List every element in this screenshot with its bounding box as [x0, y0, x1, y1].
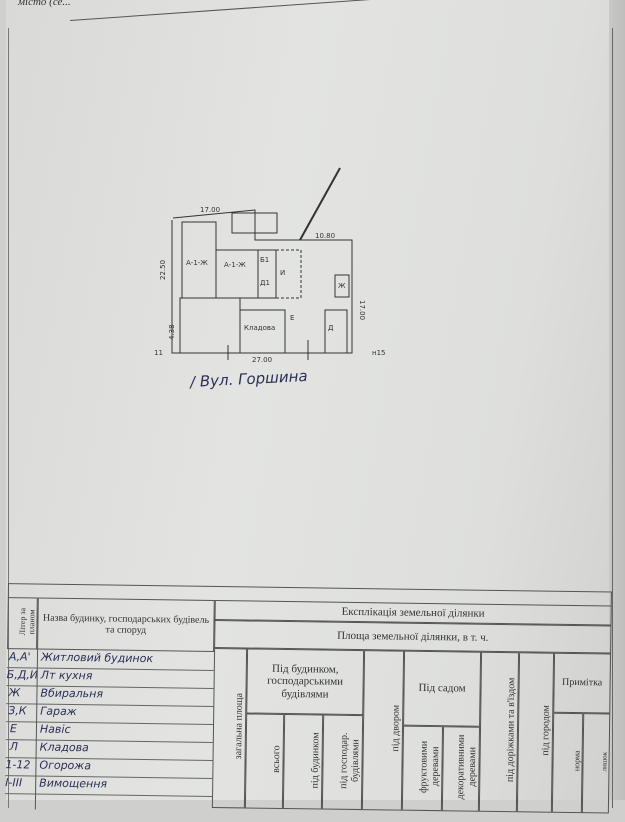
- room-label: Ж: [338, 282, 346, 290]
- page-edge: [609, 0, 625, 800]
- group-garden: Під садом: [403, 650, 482, 727]
- row-litera: А,А': [8, 650, 31, 664]
- dim-top: 17.00: [200, 206, 220, 214]
- neighbor-left: 11: [154, 349, 163, 357]
- document-page: [6, 0, 625, 800]
- dim-left-small: 4.38: [168, 324, 176, 340]
- dim-right: 17.00: [358, 300, 366, 320]
- group-buildings: Під будинком, господарськими будівлями: [246, 648, 365, 716]
- land-explication-table: Експлікація земельної ділянки Літер за п…: [0, 583, 625, 822]
- room-label: Д: [328, 324, 334, 332]
- row-litera: 1-12: [5, 758, 31, 772]
- col-yard: під двором: [361, 650, 405, 811]
- row-name: Гараж: [40, 704, 77, 719]
- col-decor: декоративними деревами: [441, 726, 481, 812]
- site-plan: 17.00 10.80 17.00 27.00 22.50 4.38 11 н1…: [154, 167, 385, 364]
- col-paths: під доріжками та в'їздом: [478, 651, 520, 813]
- page-frame: [8, 28, 613, 808]
- col-outbuildings: під господар. будівлями: [321, 714, 364, 811]
- row-litera: Л: [9, 740, 19, 754]
- group-note: Примітка: [553, 652, 612, 714]
- dim-right-top: 10.80: [315, 232, 335, 240]
- room-label: А-1-Ж: [186, 259, 208, 267]
- col-fruit: фруктовими деревами: [401, 725, 444, 812]
- row-litera: Ж: [8, 686, 21, 700]
- room-label: Д1: [260, 279, 270, 287]
- col-name: Назва будинку, господарських будівель та…: [37, 597, 215, 652]
- neighbor-right: н15: [372, 349, 385, 357]
- col-excess: лишок: [581, 713, 611, 814]
- row-name: Огорожа: [39, 758, 92, 773]
- col-norm: норма: [551, 712, 584, 814]
- row-name: Вимощення: [39, 776, 108, 791]
- dim-left: 22.50: [159, 260, 167, 280]
- room-label: Е: [290, 314, 294, 322]
- room-label: Б1: [260, 256, 269, 264]
- room-label: А-1-Ж: [224, 261, 246, 269]
- col-total: загальна площа: [211, 647, 248, 809]
- row-name: Навіс: [39, 722, 71, 736]
- row-litera: Б,Д,И: [6, 668, 39, 682]
- col-all: всього: [244, 713, 285, 809]
- col-vegetable: під городом: [516, 652, 555, 813]
- row-name: Вбиральня: [40, 686, 104, 701]
- row-litera: Е: [9, 722, 18, 736]
- dim-bottom: 27.00: [252, 356, 272, 364]
- room-label: Кладова: [244, 324, 275, 332]
- row-litera: І-ІІІ: [5, 776, 23, 790]
- room-label: И: [280, 269, 285, 277]
- row-name: Лт кухня: [40, 668, 93, 683]
- col-litera: Літер за планом: [7, 597, 38, 650]
- row-litera: З,К: [8, 704, 27, 718]
- city-label: місто (се...: [18, 0, 71, 8]
- col-house: під будинком: [282, 713, 324, 810]
- row-name: Житловий будинок: [40, 650, 154, 666]
- row-name: Кладова: [39, 740, 89, 755]
